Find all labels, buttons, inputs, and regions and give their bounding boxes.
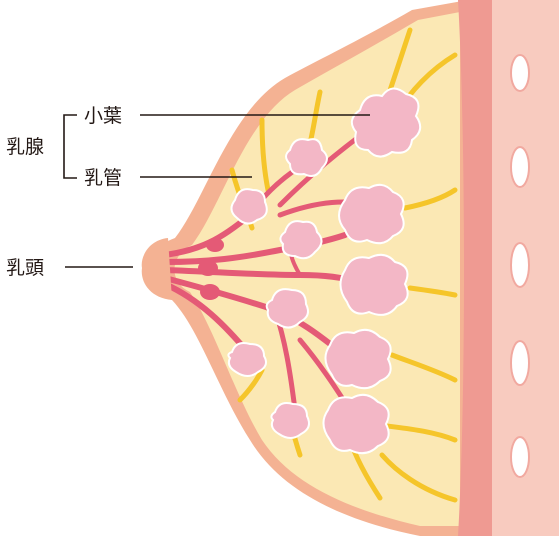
lobule xyxy=(325,330,390,388)
label-nipple: 乳頭 xyxy=(6,257,44,279)
label-lobule: 小葉 xyxy=(84,105,122,127)
rib xyxy=(511,437,529,477)
rib xyxy=(511,55,529,91)
ampulla xyxy=(200,284,220,300)
rib xyxy=(511,243,529,287)
lobule xyxy=(286,139,327,176)
ampulla xyxy=(198,260,218,276)
lobule xyxy=(339,185,404,243)
lobule xyxy=(340,255,407,315)
rib xyxy=(511,147,529,187)
lobule xyxy=(271,403,309,438)
lobule xyxy=(280,221,321,258)
rib xyxy=(511,341,529,385)
lobule xyxy=(231,189,266,223)
label-duct: 乳管 xyxy=(84,167,122,189)
label-mammary-gland: 乳腺 xyxy=(6,136,44,158)
mammary-gland-bracket xyxy=(64,115,77,178)
nipple xyxy=(142,238,172,300)
lobule xyxy=(228,343,266,376)
ampulla xyxy=(206,238,224,252)
lobule xyxy=(323,395,388,453)
